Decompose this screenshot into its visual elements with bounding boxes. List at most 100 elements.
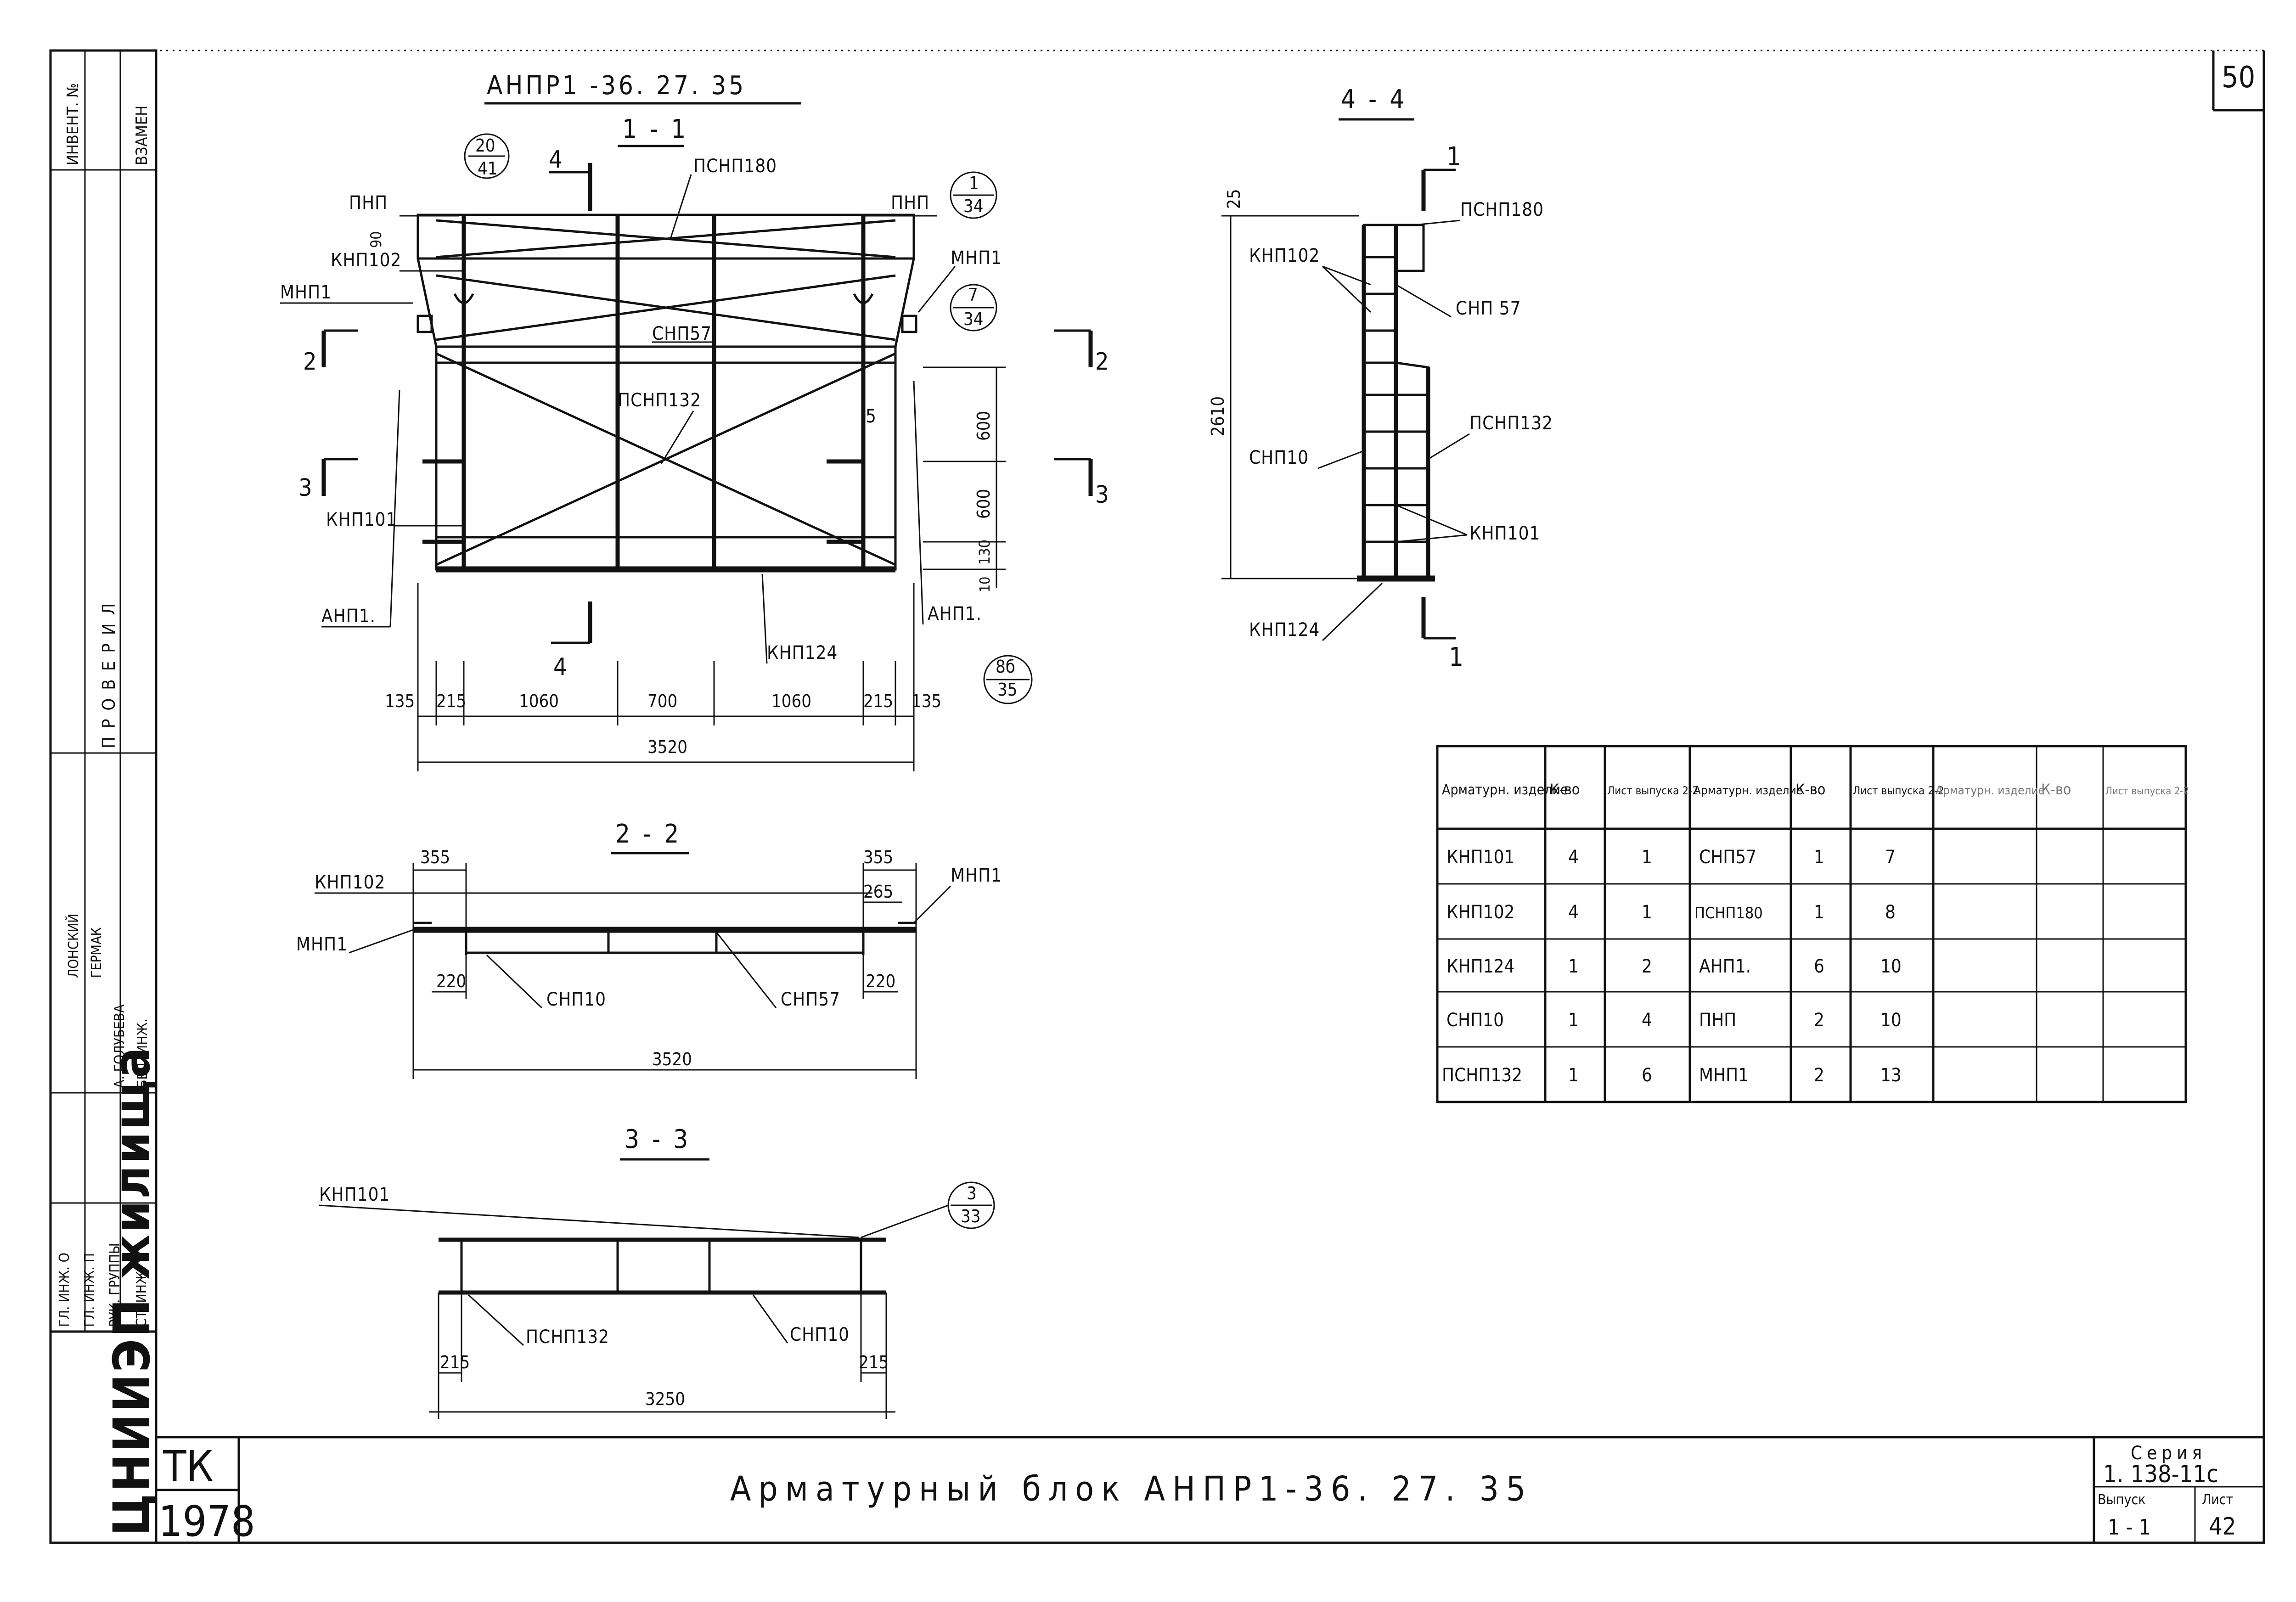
table-cell: КНП102 (1446, 902, 1514, 923)
section-4-4-mark-bottom: 1 (1449, 642, 1463, 672)
table-cell: 1 (1568, 1065, 1579, 1086)
dim-600-lower: 600 (974, 489, 994, 519)
svg-text:33: 33 (961, 1206, 981, 1226)
page-number-frame (2212, 51, 2264, 112)
table-cell: 1 (1814, 902, 1824, 923)
table-cell: 1 (1814, 847, 1824, 868)
label-2-2-mnp1-right: МНП1 (951, 865, 1002, 886)
dim-4-4-top: 25 (1224, 189, 1244, 209)
table-cell: 2 (1642, 956, 1652, 977)
table-header-item-1: Арматурн. изделие (1442, 782, 1568, 798)
dim-2-2-right-top: 355 (863, 847, 893, 867)
stamp-name-4: БЕД. ИНЖ. (135, 1018, 151, 1088)
table-header-sheet-2: Лист выпуска 2-2 (1853, 784, 1944, 797)
sheet-value: 42 (2209, 1513, 2236, 1540)
dim-90: 90 (367, 231, 385, 248)
issue-label: Выпуск (2098, 1492, 2146, 1508)
table-cell: 10 (1880, 956, 1902, 977)
series-value: 1. 138-11с (2103, 1461, 2218, 1488)
dim-600-upper: 600 (974, 411, 994, 441)
label-3-3-snp10: СНП10 (790, 1324, 850, 1345)
year-label: 1978 (158, 1497, 255, 1546)
table-cell: 7 (1885, 847, 1896, 868)
dim-4-4-height: 2610 (1208, 396, 1228, 436)
svg-text:41: 41 (478, 158, 498, 179)
label-knp102: КНП102 (331, 250, 401, 271)
callout-1-34: 1 34 (950, 171, 997, 219)
label-4-4-snp10: СНП10 (1249, 447, 1309, 468)
table-cell: 6 (1814, 956, 1824, 977)
table-header-item-3: Арматурн. изделие (1936, 784, 2045, 798)
dim-2-2-left-top: 355 (420, 847, 450, 867)
stamp-vzamen: ВЗАМЕН (133, 106, 151, 165)
dim-3-3-total: 3250 (645, 1389, 685, 1409)
table-header-qty-1: К-во (1550, 781, 1580, 798)
table-cell: КНП124 (1446, 956, 1514, 977)
label-mnp1-right: МНП1 (951, 247, 1002, 269)
section-mark-2-right: 2 (1095, 348, 1109, 376)
table-cell: 6 (1642, 1065, 1652, 1086)
table-cell: СНП57 (1699, 847, 1756, 868)
table-cell: 1 (1642, 902, 1652, 923)
table-cell: 10 (1880, 1010, 1902, 1031)
label-4-4-psnp132: ПСНП132 (1469, 413, 1553, 434)
label-knp124: КНП124 (767, 642, 838, 663)
table-cell: АНП1. (1699, 956, 1751, 977)
dim-215-right: 215 (863, 691, 893, 711)
stamp-role-2: ГЛ. ИНЖ. П (82, 1253, 98, 1327)
svg-text:8б: 8б (996, 657, 1015, 677)
page-number: 50 (2222, 61, 2255, 95)
stamp-name-2: ГЕРМАК (89, 927, 105, 978)
dim-700: 700 (647, 691, 677, 711)
section-1-1-title: 1 - 1 (622, 114, 688, 144)
table-cell: МНП1 (1699, 1065, 1749, 1086)
section-2-2-drawing: 355 355 265 220 220 3520 (412, 847, 917, 1079)
table-cell: ПНП (1699, 1010, 1736, 1031)
stamp-role-1: ГЛ. ИНЖ. О (56, 1253, 73, 1327)
section-3-3-title: 3 - 3 (625, 1124, 691, 1154)
label-3-3-knp101: КНП101 (319, 1184, 390, 1205)
svg-text:35: 35 (997, 680, 1018, 700)
dim-1060-left: 1060 (519, 691, 559, 711)
dim-3-3-left: 215 (440, 1352, 470, 1372)
series-label: Серия (2131, 1443, 2206, 1464)
svg-text:7: 7 (968, 285, 978, 305)
spec-table: Арматурн. изделие К-во Лист выпуска 2-2 … (1436, 745, 2189, 1103)
table-header-item-2: Арматурн. изделие (1694, 784, 1803, 798)
block-mark-title: АНПР1 -36. 27. 35 (487, 71, 746, 101)
label-2-2-snp57: СНП57 (781, 989, 840, 1010)
table-cell: 1 (1642, 847, 1652, 868)
label-snp57: СНП57 (652, 323, 712, 344)
label-pnp-right: ПНП (891, 192, 929, 214)
dim-135-right: 135 (912, 691, 941, 711)
section-2-2-labels: КНП102 МНП1 МНП1 СНП10 СНП57 (296, 865, 1002, 1010)
table-cell: 2 (1814, 1010, 1824, 1031)
org-logo: ЦНИИЭП жилища (102, 1046, 161, 1536)
table-cell: 4 (1568, 902, 1579, 923)
section-4-4-mark-top: 1 (1446, 142, 1461, 172)
table-cell: СНП10 (1446, 1010, 1504, 1031)
section-4-4-drawing: 1 1 25 2610 (1208, 142, 1463, 672)
label-psnp132: ПСНП132 (618, 390, 701, 411)
table-header-qty-2: К-во (1795, 781, 1825, 798)
section-mark-3-left: 3 (298, 474, 312, 502)
section-mark-4-bottom: 4 (553, 653, 567, 681)
svg-text:20: 20 (475, 135, 495, 156)
section-4-4-title: 4 - 4 (1341, 84, 1407, 114)
callout-20-41: 20 41 (464, 133, 510, 179)
drawing-title: Арматурный блок АНПР1-36. 27. 35 (730, 1469, 1533, 1509)
dim-215-left: 215 (436, 691, 466, 711)
dim-2-2-left-bottom: 220 (436, 971, 466, 991)
stamp-name-1: ЛОНСКИЙ (65, 914, 82, 978)
callout-7-34: 7 34 (950, 284, 997, 332)
issue-value: 1 - 1 (2108, 1515, 2151, 1540)
label-pnp-left: ПНП (349, 192, 388, 214)
stamp-checked: ПРОВЕРИЛ (99, 595, 119, 748)
section-3-3-drawing: 215 215 3250 (429, 1237, 895, 1419)
table-header-sheet-1: Лист выпуска 2-2 (1607, 784, 1699, 797)
dim-1060-right: 1060 (771, 691, 811, 711)
stamp-inv: ИНВЕНТ. № (64, 83, 82, 165)
dim-2-2-total: 3520 (652, 1049, 692, 1069)
